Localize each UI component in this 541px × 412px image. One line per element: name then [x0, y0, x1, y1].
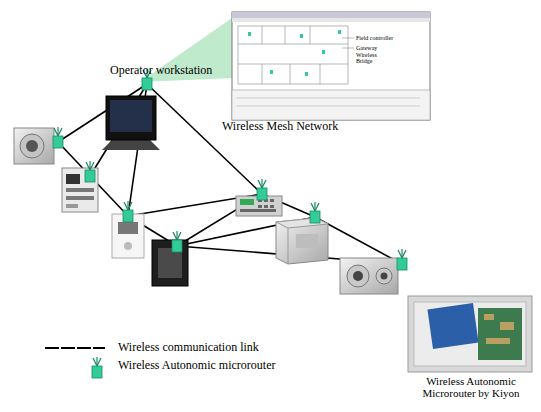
legend-text: Wireless communication link: [118, 341, 259, 354]
device-node: Wireless Autonomic Microrouter by Kiyon: [404, 296, 538, 400]
legend-samples: [45, 348, 105, 378]
workstation-device: [102, 96, 160, 150]
node-text: Wireless Autonomic Microrouter by Kiyon: [404, 375, 538, 400]
device-node: Operator workstation: [110, 64, 234, 154]
cabinet-device: [276, 218, 328, 264]
network-label: Wireless Mesh Network: [222, 120, 338, 133]
camera-device: [14, 128, 54, 164]
legend-text: Wireless Autonomic microrouter: [118, 359, 275, 372]
screen-note: Field controller: [356, 35, 393, 42]
controller-device: [152, 240, 188, 286]
camera-device: [340, 258, 398, 294]
microrouter-icons: [53, 69, 407, 270]
node-text: Operator workstation: [110, 64, 234, 78]
screenshot-window: [232, 12, 430, 120]
microrouter-photo: [408, 296, 532, 372]
screen-note: Gateway Wireless Bridge: [356, 45, 392, 65]
mesh-links: [58, 84, 402, 264]
